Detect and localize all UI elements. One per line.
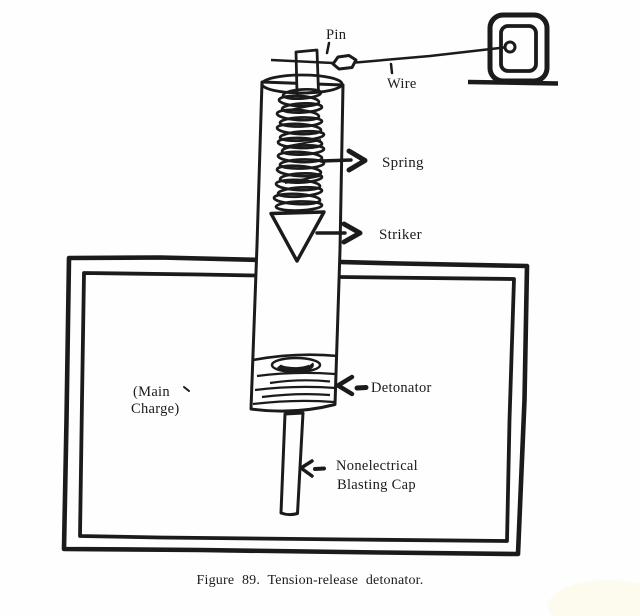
anchor-inner-outline [499, 24, 538, 73]
detonator-inner-crescent [277, 362, 314, 373]
figure-caption: Figure 89. Tension-release detonator. [197, 573, 424, 588]
wire-label: Wire [387, 76, 417, 92]
striker-arrow [315, 221, 363, 245]
detonator-top-line [252, 353, 339, 362]
striker-rod [294, 48, 320, 95]
striker-triangle [269, 210, 326, 263]
spring-coil [272, 87, 326, 212]
pin-label: Pin [326, 27, 347, 43]
detonator-section [252, 353, 339, 406]
detonator-hatching [252, 371, 337, 406]
wire-pointer-tick [389, 62, 394, 75]
main-charge-label-line1: (Main [133, 384, 170, 400]
anchor-outer-outline [487, 12, 550, 84]
trip-wire-line [355, 46, 505, 64]
blasting-cap-label-line1: Nonelectrical [336, 458, 418, 474]
striker-label: Striker [379, 227, 422, 243]
pin-loop [331, 54, 358, 71]
spring-arrow [319, 148, 368, 173]
corner-smudge [548, 580, 640, 616]
pin-pointer-tick [325, 41, 331, 55]
tube-mouth-ellipse [260, 73, 344, 95]
main-charge-label-line2: Charge) [131, 401, 180, 417]
blasting-cap-arrow [299, 459, 326, 478]
blasting-cap-label-line2: Blasting Cap [337, 477, 416, 493]
pin-shaft-line [270, 58, 334, 65]
detonator-label: Detonator [371, 380, 432, 396]
main-charge-box-outer [61, 255, 530, 557]
detonator-arrow [335, 374, 369, 397]
anchor-eyelet [503, 40, 517, 54]
stray-pen-mark [183, 386, 190, 392]
anchor-stake [467, 12, 559, 86]
blasting-cap-tube [279, 411, 305, 517]
spring-label: Spring [382, 155, 424, 171]
